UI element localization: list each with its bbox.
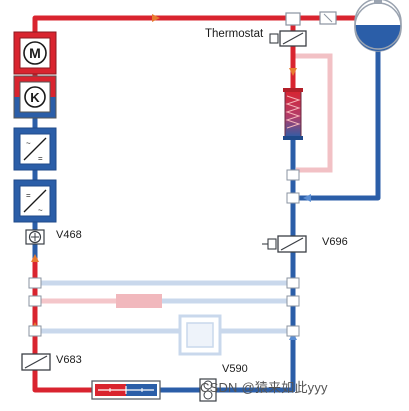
motor-unit: M	[13, 31, 57, 75]
flow-arrows	[31, 14, 311, 394]
heat-exchanger-icon	[283, 88, 303, 140]
faded-bypass-hot	[295, 53, 333, 173]
flow-arrow-icon	[31, 254, 39, 262]
motor-icon	[23, 41, 47, 65]
thermostat-label: Thermostat	[205, 28, 264, 40]
converter-unit-1: ~ =	[13, 127, 57, 171]
expansion-tank-icon	[354, 0, 402, 52]
watermark-text: CSDN @猿来如此yyy	[200, 380, 328, 395]
top-line-fitting	[319, 11, 337, 25]
bottom-heater	[91, 380, 161, 400]
inactive-branches	[36, 53, 333, 356]
motor-symbol: M	[29, 45, 41, 61]
solenoid-valve-icon	[21, 353, 51, 371]
svg-text:=: =	[26, 191, 31, 200]
coupling-icon	[24, 86, 46, 108]
flow-arrow-icon	[289, 68, 297, 76]
thermostat-valve	[269, 12, 307, 47]
svg-text:~: ~	[38, 206, 43, 215]
solenoid-valve-icon	[262, 235, 307, 253]
hot-supply-top	[32, 15, 355, 88]
v590-label: V590	[222, 363, 248, 375]
flow-arrow-icon	[303, 194, 311, 202]
v468-label: V468	[56, 229, 82, 241]
coupling-symbol: K	[30, 90, 40, 105]
coupling-unit: K	[13, 75, 57, 119]
flow-arrow-icon	[152, 14, 160, 22]
pump-icon	[25, 229, 45, 245]
faded-heater-block	[116, 294, 162, 308]
cold-tank-return	[296, 40, 381, 201]
left-tee-fittings	[28, 277, 42, 337]
pump-icon	[199, 378, 217, 402]
faded-exchanger-inner	[186, 322, 214, 348]
v696-label: V696	[322, 236, 348, 248]
right-tee-fittings	[286, 169, 300, 337]
v683-label: V683	[56, 354, 82, 366]
svg-text:=: =	[38, 154, 43, 163]
converter-unit-2: = ~	[13, 179, 57, 223]
svg-text:~: ~	[26, 139, 31, 148]
